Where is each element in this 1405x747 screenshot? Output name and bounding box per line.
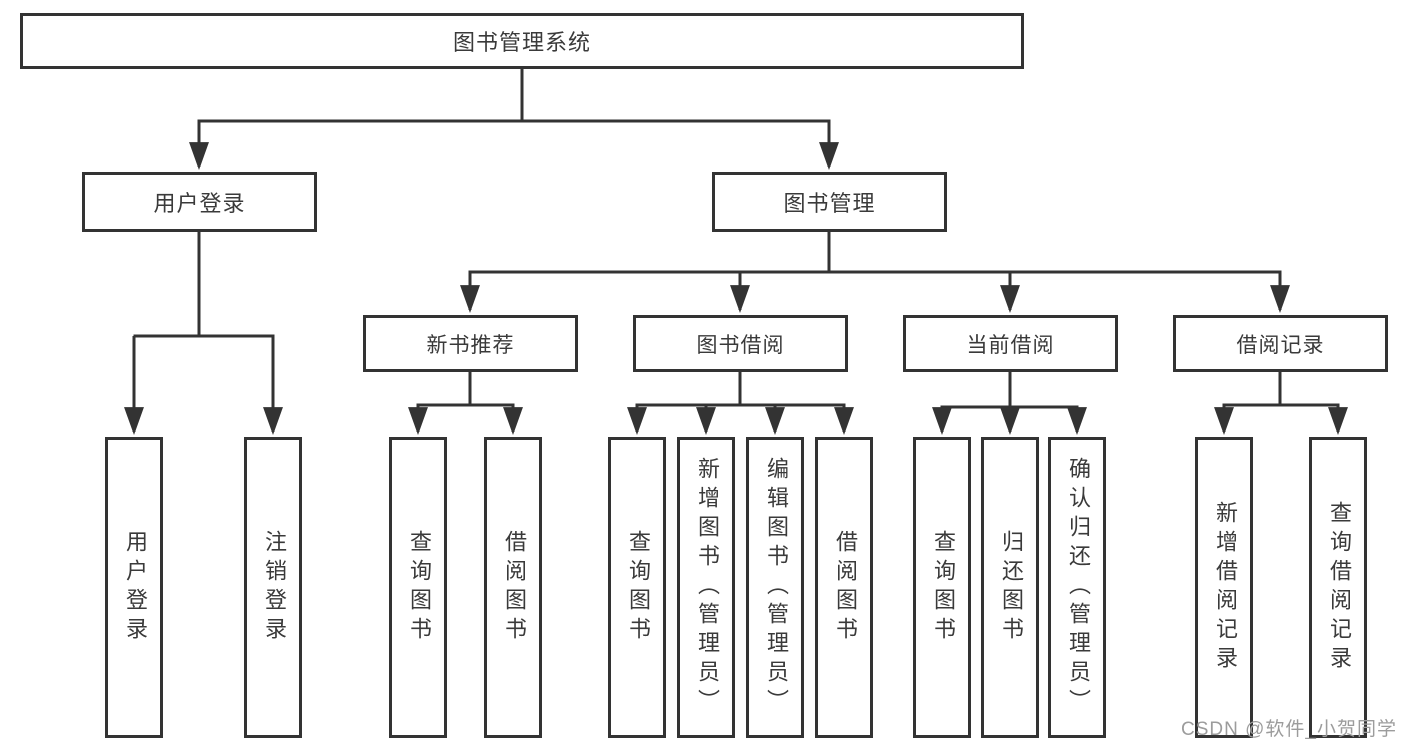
leaf-query-book-borrow: 查询图书 (608, 437, 666, 738)
leaf-confirm-return-admin: 确认归还（管理员） (1048, 437, 1106, 738)
leaf-borrow-book-recommend: 借阅图书 (484, 437, 542, 738)
node-book-management: 图书管理 (712, 172, 947, 232)
leaf-query-book-current: 查询图书 (913, 437, 971, 738)
node-user-login: 用户登录 (82, 172, 317, 232)
leaf-user-login: 用户登录 (105, 437, 163, 738)
leaf-add-borrow-record: 新增借阅记录 (1195, 437, 1253, 738)
leaf-logout: 注销登录 (244, 437, 302, 738)
node-borrow-record: 借阅记录 (1173, 315, 1388, 372)
node-new-book-recommend: 新书推荐 (363, 315, 578, 372)
node-current-borrow: 当前借阅 (903, 315, 1118, 372)
leaf-query-borrow-record: 查询借阅记录 (1309, 437, 1367, 738)
watermark: CSDN @软件_小贺同学 (1181, 719, 1397, 740)
node-book-borrow: 图书借阅 (633, 315, 848, 372)
node-root: 图书管理系统 (20, 13, 1024, 69)
leaf-edit-book-admin: 编辑图书（管理员） (746, 437, 804, 738)
leaf-borrow-book: 借阅图书 (815, 437, 873, 738)
leaf-return-book: 归还图书 (981, 437, 1039, 738)
leaf-add-book-admin: 新增图书（管理员） (677, 437, 735, 738)
leaf-query-book-recommend: 查询图书 (389, 437, 447, 738)
